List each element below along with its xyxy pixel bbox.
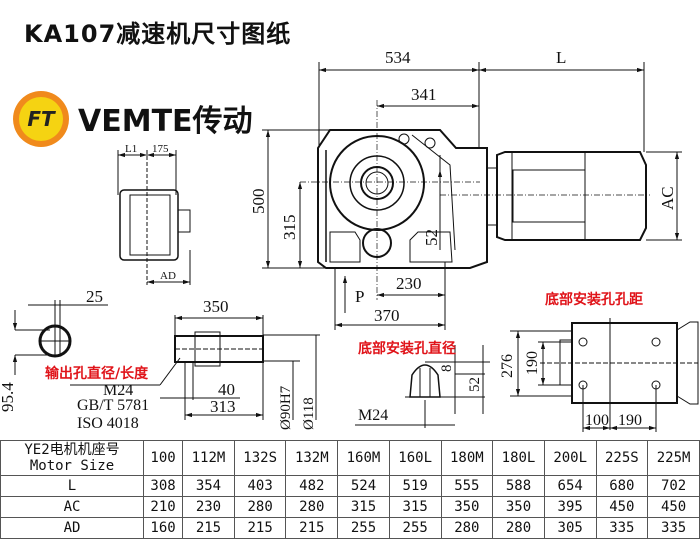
- dim-350: 350: [203, 297, 229, 316]
- table-cell: 280: [492, 517, 545, 539]
- dim-52: 52: [422, 229, 441, 246]
- dim-AC: AC: [658, 186, 677, 210]
- header-en: Motor Size: [29, 458, 115, 474]
- table-cell: 335: [595, 517, 649, 539]
- bolt-std-iso: ISO 4018: [77, 415, 139, 432]
- dim-25: 25: [86, 287, 103, 306]
- dim-40: 40: [218, 380, 235, 399]
- table-cell: 215: [233, 517, 287, 539]
- size-cell: 132M: [285, 440, 339, 476]
- table-cell: 305: [543, 517, 597, 539]
- base-190-horizontal: 190: [618, 412, 642, 429]
- table-cell: 702: [647, 475, 700, 497]
- table-cell: 210: [142, 496, 184, 518]
- main-dimension-lines: [262, 62, 682, 330]
- dim-315: 315: [280, 215, 299, 241]
- hole-m24: M24: [358, 407, 388, 424]
- dim-313: 313: [210, 397, 236, 416]
- base-276: 276: [499, 354, 516, 378]
- side-L1: L1: [125, 143, 137, 155]
- size-cell: 100: [142, 440, 184, 476]
- table-cell: 280: [233, 496, 287, 518]
- base-100: 100: [585, 412, 609, 429]
- output-bore-section: [12, 300, 320, 420]
- size-cell: 160M: [337, 440, 390, 476]
- dim-95-4: 95.4: [0, 382, 17, 412]
- table-cell: 308: [142, 475, 184, 497]
- size-cell: 225S: [595, 440, 649, 476]
- table-cell: 395: [543, 496, 597, 518]
- dim-P: P: [355, 287, 364, 306]
- table-cell: 280: [440, 517, 494, 539]
- table-cell: 482: [285, 475, 339, 497]
- table-cell: 588: [492, 475, 545, 497]
- table-cell: 335: [647, 517, 700, 539]
- row-label: AD: [0, 517, 144, 539]
- base-bottom-view: [510, 318, 699, 432]
- table-cell: 450: [595, 496, 649, 518]
- page-title: KA107减速机尺寸图纸: [24, 20, 292, 48]
- brand-name: VEMTE传动: [78, 104, 253, 139]
- bolt-m24: M24: [103, 382, 133, 399]
- table-cell: 350: [440, 496, 494, 518]
- size-cell: 180L: [492, 440, 545, 476]
- dim-341: 341: [411, 85, 437, 104]
- table-cell: 354: [182, 475, 235, 497]
- gearbox-front-view: [317, 129, 647, 269]
- table-cell: 315: [337, 496, 390, 518]
- gearbox-side-view: [117, 150, 191, 285]
- dimension-drawing: 534 L 341 500 315 52 AC 230 370 P 25 95.…: [0, 48, 699, 432]
- table-cell: 524: [337, 475, 390, 497]
- side-AD: AD: [160, 270, 176, 282]
- dim-d118: Ø118: [301, 397, 317, 430]
- table-cell: 450: [647, 496, 700, 518]
- table-cell: 160: [142, 517, 184, 539]
- header-cn: YE2电机机座号: [24, 442, 120, 458]
- table-cell: 519: [388, 475, 442, 497]
- dim-d90: Ø90H7: [278, 385, 294, 430]
- table-cell: 555: [440, 475, 494, 497]
- side-175: 175: [152, 143, 169, 155]
- dim-370: 370: [374, 306, 400, 325]
- table-cell: 280: [285, 496, 339, 518]
- brand-logo: FT: [13, 91, 69, 147]
- table-cell: 255: [337, 517, 390, 539]
- bolt-std-gb: GB/T 5781: [77, 397, 149, 414]
- table-cell: 654: [543, 475, 597, 497]
- table-cell: 315: [388, 496, 442, 518]
- label-base-hole-diameter: 底部安装孔直径: [358, 340, 456, 357]
- label-output-bore: 输出孔直径/长度: [45, 365, 149, 382]
- table-cell: 215: [285, 517, 339, 539]
- table-cell: 680: [595, 475, 649, 497]
- size-cell: 225M: [647, 440, 700, 476]
- dim-230: 230: [396, 274, 422, 293]
- dim-L: L: [556, 48, 566, 67]
- size-cell: 180M: [440, 440, 494, 476]
- size-cell: 132S: [233, 440, 287, 476]
- table-cell: 403: [233, 475, 287, 497]
- size-cell: 200L: [543, 440, 597, 476]
- dim-500: 500: [249, 189, 268, 215]
- table-cell: 230: [182, 496, 235, 518]
- table-cell: 350: [492, 496, 545, 518]
- table-cell: 255: [388, 517, 442, 539]
- table-cell: 215: [182, 517, 235, 539]
- dim-534: 534: [385, 48, 411, 67]
- row-label: AC: [0, 496, 144, 518]
- size-cell: 160L: [388, 440, 442, 476]
- row-label: L: [0, 475, 144, 497]
- label-base-hole-spacing: 底部安装孔孔距: [545, 291, 643, 308]
- hole-52: 52: [467, 377, 483, 392]
- hole-8: 8: [439, 365, 455, 373]
- logo-mark: FT: [19, 97, 63, 141]
- size-cell: 112M: [182, 440, 235, 476]
- base-hole-detail: [355, 345, 490, 428]
- base-190-vertical: 190: [524, 351, 541, 375]
